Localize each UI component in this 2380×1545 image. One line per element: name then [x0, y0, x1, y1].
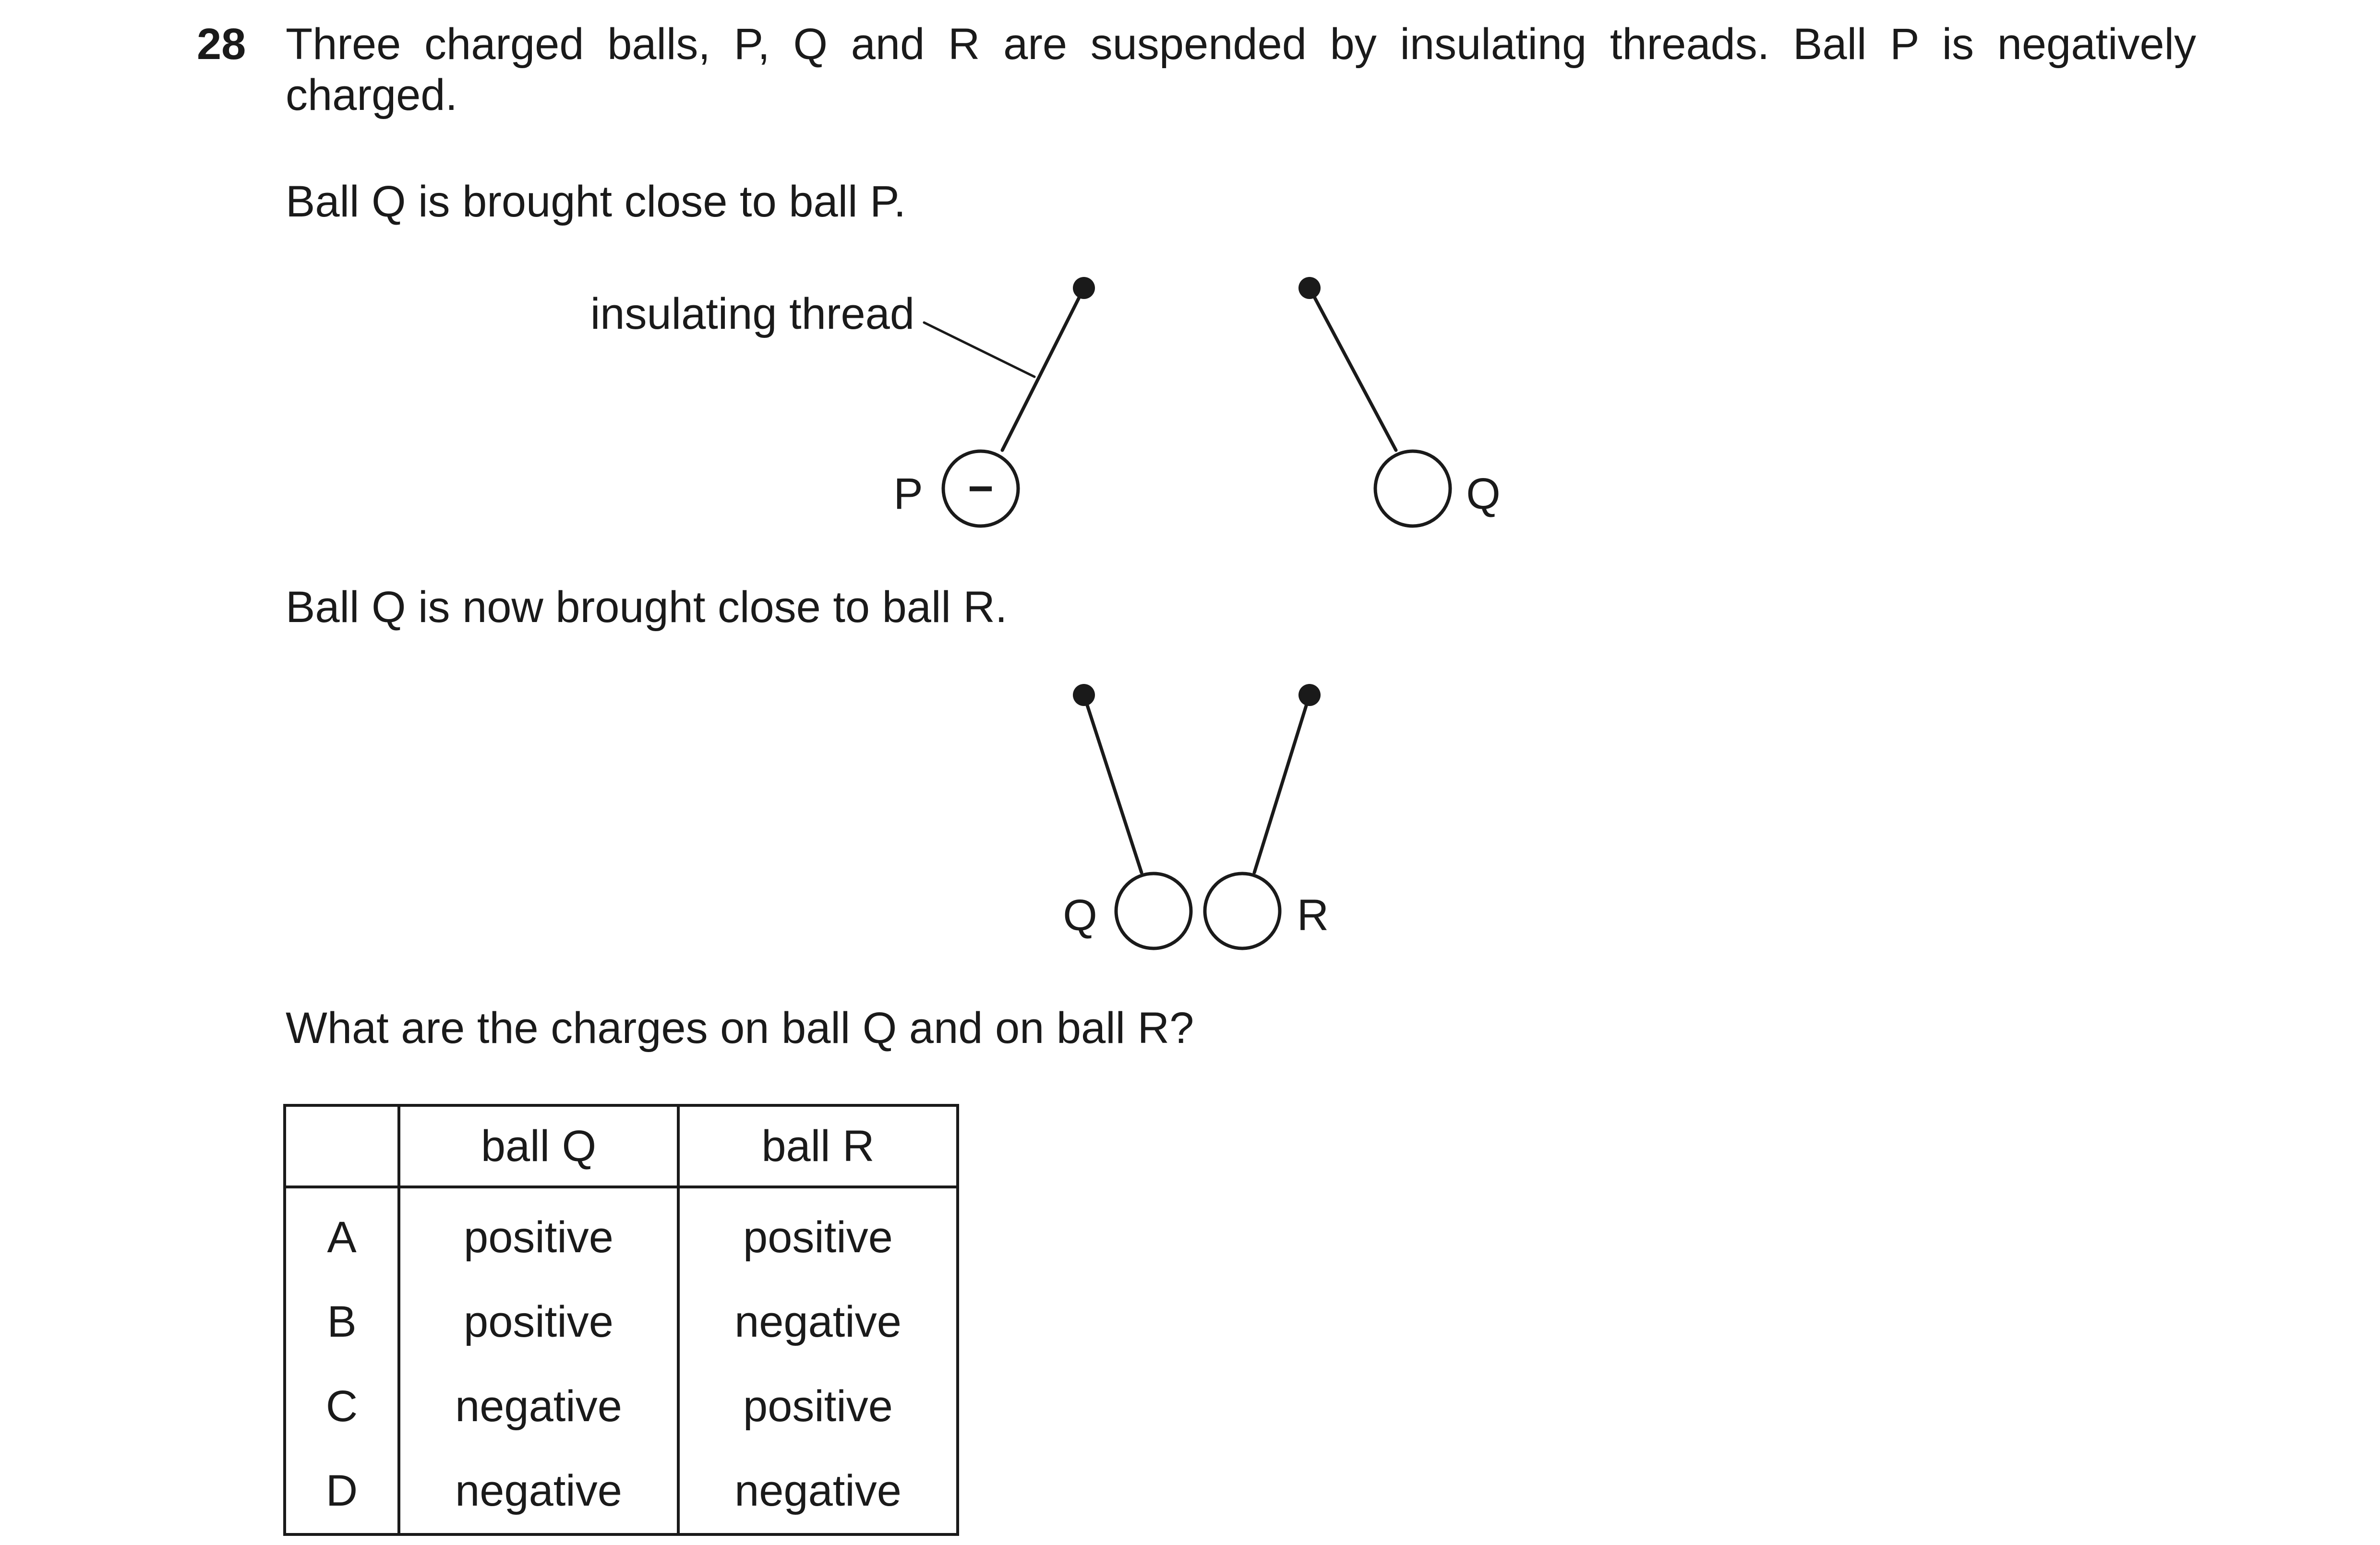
pivot-q	[1298, 277, 1321, 299]
option-ball-q: positive	[397, 1280, 680, 1364]
option-ball-q: negative	[397, 1364, 680, 1449]
option-key: B	[283, 1280, 400, 1364]
thread-label: insulating thread	[590, 289, 914, 338]
ball-r	[1203, 872, 1282, 950]
option-ball-q: positive	[397, 1187, 680, 1280]
option-ball-r: positive	[677, 1187, 959, 1280]
header-ball-q: ball Q	[397, 1104, 680, 1188]
thread-label-leader	[923, 321, 1036, 378]
option-ball-q: negative	[397, 1449, 680, 1536]
step-1-text: Ball Q is brought close to ball P.	[286, 177, 906, 226]
thread-p	[1000, 286, 1086, 452]
pivot-r	[1298, 684, 1321, 706]
step-2-text: Ball Q is now brought close to ball R.	[286, 583, 1008, 632]
pivot-q-2	[1073, 684, 1095, 706]
header-key	[283, 1104, 400, 1188]
option-ball-r: negative	[677, 1449, 959, 1536]
question-prompt: What are the charges on ball Q and on ba…	[286, 1004, 1194, 1053]
thread-r	[1252, 693, 1311, 874]
option-key: C	[283, 1364, 400, 1449]
table-row: B positive negative	[283, 1280, 959, 1364]
ball-p-charge: −	[968, 464, 994, 513]
table-header-row: ball Q ball R	[283, 1104, 959, 1188]
ball-r-label: R	[1297, 891, 1329, 940]
header-ball-r: ball R	[677, 1104, 959, 1188]
table-row: A positive positive	[283, 1187, 959, 1280]
ball-q-label: Q	[1466, 469, 1501, 518]
option-key: D	[283, 1449, 400, 1536]
question-number: 28	[197, 20, 246, 69]
ball-p-label: P	[893, 469, 923, 518]
answer-table: ball Q ball R A positive positive B posi…	[283, 1104, 959, 1536]
ball-q-2-label: Q	[1063, 891, 1097, 940]
ball-q-2	[1114, 872, 1193, 950]
pivot-p	[1073, 277, 1095, 299]
table-row: D negative negative	[283, 1449, 959, 1536]
table-row: C negative positive	[283, 1364, 959, 1449]
option-key: A	[283, 1187, 400, 1280]
ball-p	[941, 449, 1020, 528]
option-ball-r: negative	[677, 1280, 959, 1364]
question-intro: Three charged balls, P, Q and R are susp…	[286, 20, 2196, 120]
thread-q-2	[1082, 693, 1143, 874]
option-ball-r: positive	[677, 1364, 959, 1449]
thread-q	[1308, 286, 1398, 452]
ball-q	[1373, 449, 1452, 528]
